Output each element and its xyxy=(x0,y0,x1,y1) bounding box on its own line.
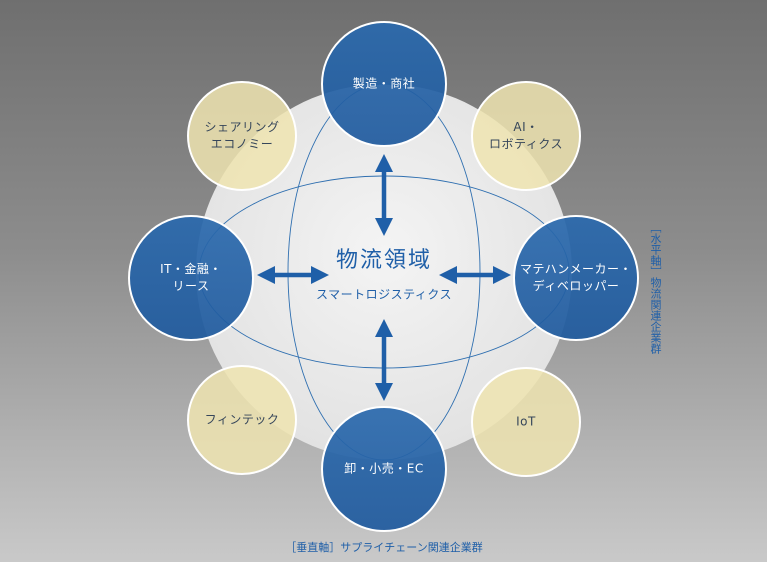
node-label-wholesale: 卸・小売・EC xyxy=(344,461,424,476)
center-title: 物流領域 xyxy=(335,248,433,273)
center-subtitle: スマートロジスティクス xyxy=(315,287,453,302)
node-label-finance: IT・金融・ リース xyxy=(160,262,222,293)
node-circle-sharing xyxy=(187,81,297,191)
node-circle-fintech xyxy=(187,365,297,475)
node-label-ai: AI・ ロボティクス xyxy=(489,120,563,151)
node-label-sharing: シェアリング エコノミー xyxy=(204,120,280,151)
arrows xyxy=(257,154,511,401)
node-circle-ai xyxy=(471,81,581,191)
node-label-manufacturing: 製造・商社 xyxy=(352,76,416,91)
horizontal-axis-caption: ［水平軸］物流関連企業群 xyxy=(649,222,662,354)
vertical-axis-caption: ［垂直軸］サプライチェーン関連企業群 xyxy=(285,541,483,554)
node-label-iot: IoT xyxy=(516,414,536,429)
node-circle-iot xyxy=(471,367,581,477)
node-circle-finance xyxy=(128,215,254,341)
central-hub xyxy=(196,84,572,460)
node-label-fintech: フィンテック xyxy=(204,412,280,427)
node-circle-wholesale xyxy=(321,406,447,532)
node-label-developer: マテハンメーカー・ ディベロッパー xyxy=(520,262,632,293)
node-circle-developer xyxy=(513,215,639,341)
node-circle-manufacturing xyxy=(321,21,447,147)
